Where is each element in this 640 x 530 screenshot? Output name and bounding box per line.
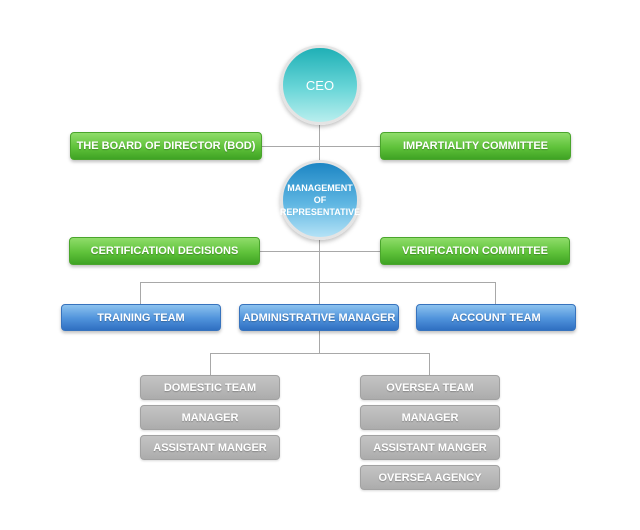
account-team-label: ACCOUNT TEAM: [451, 311, 541, 324]
connector-account-drop: [495, 282, 496, 304]
oversea-agency-label: OVERSEA AGENCY: [378, 471, 482, 484]
connector-oversea-drop: [429, 353, 430, 375]
connector-domestic-drop: [210, 353, 211, 375]
training-team-node: TRAINING TEAM: [61, 304, 221, 331]
connector-training-drop: [140, 282, 141, 304]
connector-admin-down: [319, 330, 320, 353]
domestic-assistant-manager-node: ASSISTANT MANGER: [140, 435, 280, 460]
management-representative-label: MANAGEMENT OF REPRESENTATIVE: [279, 183, 361, 217]
administrative-manager-node: ADMINISTRATIVE MANAGER: [239, 304, 399, 331]
domestic-team-node: DOMESTIC TEAM: [140, 375, 280, 400]
oversea-assistant-manager-label: ASSISTANT MANGER: [373, 441, 487, 454]
oversea-manager-label: MANAGER: [401, 411, 459, 424]
board-of-director-label: THE BOARD OF DIRECTOR (BOD): [76, 140, 256, 152]
oversea-assistant-manager-node: ASSISTANT MANGER: [360, 435, 500, 460]
verification-committee-node: VERIFICATION COMMITTEE: [380, 237, 570, 265]
oversea-team-label: OVERSEA TEAM: [386, 381, 474, 394]
impartiality-committee-label: IMPARTIALITY COMMITTEE: [402, 140, 549, 152]
oversea-agency-node: OVERSEA AGENCY: [360, 465, 500, 490]
domestic-assistant-manager-label: ASSISTANT MANGER: [153, 441, 267, 454]
oversea-manager-node: MANAGER: [360, 405, 500, 430]
connector-subteam-horizontal: [210, 353, 430, 354]
domestic-manager-node: MANAGER: [140, 405, 280, 430]
connector-team-horizontal: [140, 282, 496, 283]
certification-decisions-label: CERTIFICATION DECISIONS: [90, 245, 239, 257]
ceo-label: CEO: [305, 77, 335, 93]
management-representative-node: MANAGEMENT OF REPRESENTATIVE: [280, 160, 360, 240]
impartiality-committee-node: IMPARTIALITY COMMITTEE: [380, 132, 571, 160]
connector-bod-impartiality: [262, 146, 380, 147]
connector-certification-verification: [260, 251, 380, 252]
domestic-team-label: DOMESTIC TEAM: [163, 381, 257, 394]
ceo-node: CEO: [280, 45, 360, 125]
verification-committee-label: VERIFICATION COMMITTEE: [402, 245, 548, 257]
administrative-manager-label: ADMINISTRATIVE MANAGER: [242, 311, 396, 324]
training-team-label: TRAINING TEAM: [97, 311, 185, 324]
domestic-manager-label: MANAGER: [181, 411, 239, 424]
account-team-node: ACCOUNT TEAM: [416, 304, 576, 331]
board-of-director-node: THE BOARD OF DIRECTOR (BOD): [70, 132, 262, 160]
certification-decisions-node: CERTIFICATION DECISIONS: [69, 237, 260, 265]
connector-ceo-to-management: [319, 125, 320, 160]
connector-management-down: [319, 240, 320, 304]
oversea-team-node: OVERSEA TEAM: [360, 375, 500, 400]
